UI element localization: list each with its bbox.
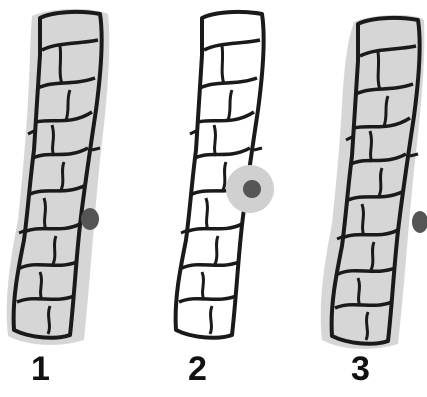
panel-3 — [321, 15, 427, 349]
panel-1 — [7, 9, 110, 345]
panel-label-1: 1 — [31, 352, 50, 386]
panel-2 — [176, 12, 274, 338]
halo-shading — [7, 9, 110, 345]
halo-shading — [321, 15, 425, 349]
nodule — [243, 180, 261, 198]
nodule — [412, 211, 427, 233]
panel-label-3: 3 — [351, 352, 370, 386]
panel-label-2: 2 — [188, 352, 207, 386]
nodule — [81, 208, 99, 230]
